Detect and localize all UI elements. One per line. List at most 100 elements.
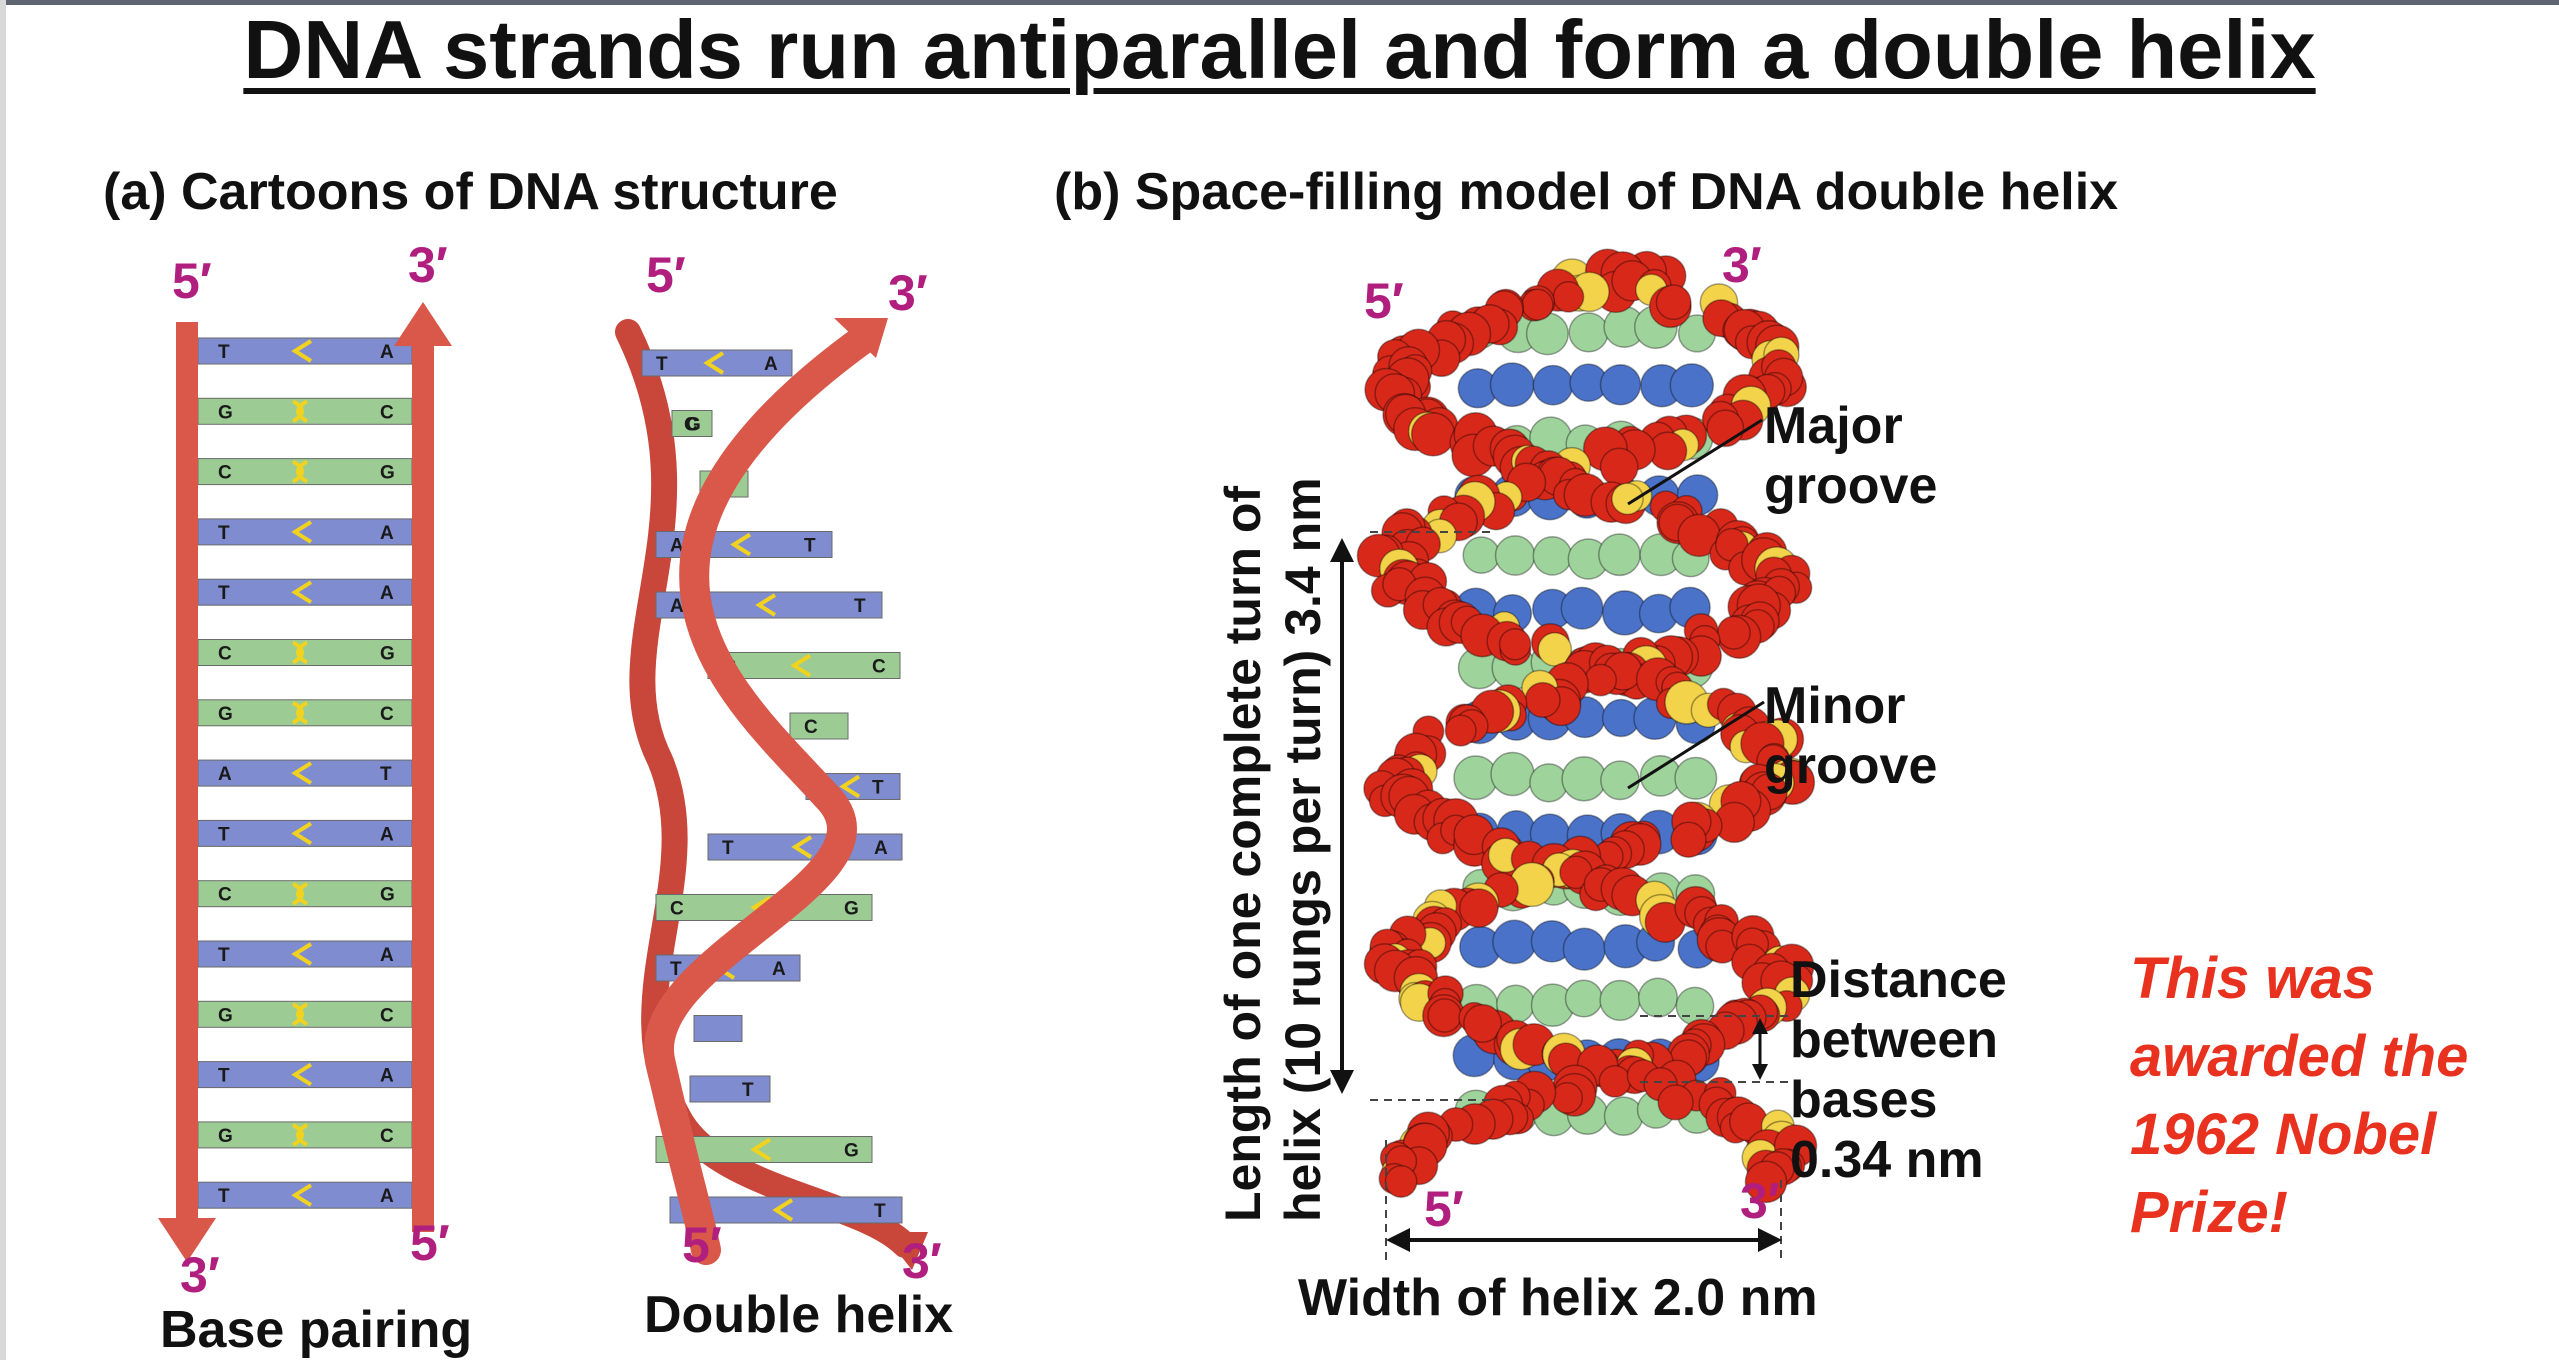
backbone-atom — [1655, 284, 1692, 321]
backbone-atom — [1524, 681, 1561, 718]
ladder-right-arrowhead — [394, 302, 452, 346]
ladder-base-left: T — [218, 583, 230, 604]
helix-base-right: T — [872, 778, 884, 799]
ladder-base-right: C — [380, 402, 394, 423]
backbone-atom — [1521, 288, 1554, 321]
backbone-atom — [1551, 1081, 1584, 1114]
helix-base-right: C — [684, 415, 698, 436]
base-pairing-caption: Base pairing — [160, 1301, 473, 1359]
helix-rung — [707, 833, 903, 861]
backbone-atom — [1384, 1165, 1418, 1198]
ladder-left-top-end-label: 5′ — [172, 253, 212, 309]
ladder-base-right: A — [380, 583, 394, 604]
helix-base-left: T — [656, 354, 668, 375]
helix-hydrogen-bond — [755, 593, 777, 617]
backbone-atom — [1706, 409, 1745, 448]
width-arrow-left-head — [1386, 1228, 1410, 1252]
ladder-base-left: G — [218, 1005, 233, 1026]
ladder-hydrogen-bond — [291, 339, 313, 363]
helix-rung — [641, 349, 793, 377]
atom-spheres — [1356, 248, 1818, 1204]
ladder-hydrogen-bond — [291, 520, 313, 544]
model-top-3-end-label: 3′ — [1722, 237, 1762, 293]
green-base-atom — [1603, 1096, 1644, 1137]
helix-right-top-end-label: 3′ — [888, 265, 928, 321]
backbone-atom — [1716, 615, 1751, 650]
helix-left-top-end-label: 5′ — [646, 247, 686, 303]
helix-left-bottom-end-label: 5′ — [682, 1217, 722, 1273]
helix-bottom-arrowhead — [882, 1232, 928, 1270]
ladder-base-right: A — [380, 523, 394, 544]
backbone-atom — [1599, 447, 1639, 487]
width-arrow-right-head — [1758, 1228, 1782, 1252]
backbone-atom — [1410, 412, 1456, 457]
helix-rung — [789, 712, 849, 740]
backbone-atom — [1611, 482, 1644, 516]
helix-base-left: C — [670, 899, 684, 920]
helix-base-right: T — [854, 596, 866, 617]
ladder-base-left: T — [218, 523, 230, 544]
ladder-base-left: T — [218, 824, 230, 845]
window-left-edge — [0, 0, 6, 1360]
backbone-atom — [1463, 1003, 1503, 1043]
ladder-base-right: G — [380, 885, 395, 906]
ladder-right-top-end-label: 3′ — [408, 237, 448, 293]
blue-base-atom — [1492, 919, 1537, 965]
backbone-atom — [1427, 998, 1462, 1033]
helix-rung — [671, 410, 713, 437]
ladder-base-left: A — [218, 764, 232, 785]
ladder-right-backbone — [412, 342, 434, 1232]
helix-hydrogen-bond — [730, 532, 752, 557]
ladder-hydrogen-bond — [291, 821, 313, 846]
helix-base-right: A — [764, 354, 778, 375]
ladder-rung — [197, 759, 413, 787]
ladder-rung — [197, 1181, 413, 1209]
helix-base-left: A — [670, 536, 684, 557]
green-base-atom — [1637, 977, 1679, 1018]
ladder-hydrogen-bond — [291, 942, 313, 966]
panel-b-heading: (b) Space-filling model of DNA double he… — [1054, 163, 2119, 221]
ladder-base-right: A — [380, 824, 394, 845]
blue-base-atom — [1560, 586, 1604, 630]
ladder-base-left: T — [218, 342, 230, 363]
helix-front-strand — [643, 325, 877, 1265]
helix-base-left: T — [670, 959, 682, 980]
helix-hydrogen-bond — [839, 774, 861, 799]
ladder-base-left: C — [218, 463, 232, 484]
ladder-hydrogen-bond — [291, 1183, 313, 1207]
distance-arrow-bottom-head — [1752, 1064, 1768, 1080]
ladder-hydrogen-bond — [291, 701, 309, 725]
green-base-atom — [1561, 756, 1607, 802]
distance-arrow-top-head — [1752, 1018, 1768, 1034]
double-helix-caption: Double helix — [644, 1286, 954, 1344]
green-base-atom — [1564, 979, 1603, 1018]
ladder-base-left: G — [218, 704, 233, 725]
helix-base-right: G — [844, 1141, 859, 1162]
minor-groove-pointer — [1627, 700, 1765, 790]
model-bottom-3-end-label: 3′ — [1740, 1173, 1780, 1229]
blue-base-atom — [1669, 363, 1715, 408]
slide-title: DNA strands run antiparallel and form a … — [243, 3, 2316, 96]
helix-hydrogen-bond — [791, 835, 813, 859]
backbone-atom — [1744, 1160, 1788, 1204]
green-base-atom — [1568, 312, 1609, 353]
helix-base-right: C — [872, 657, 886, 678]
blue-base-atom — [1489, 362, 1535, 408]
helix-base-right: T — [742, 1080, 754, 1101]
helix-hydrogen-bond — [750, 1137, 772, 1162]
major-groove-pointer — [1627, 418, 1763, 506]
ladder-hydrogen-bond — [291, 1123, 309, 1147]
ladder-right-bottom-end-label: 5′ — [410, 1215, 450, 1271]
helix-base-right: T — [804, 536, 816, 557]
ladder-base-right: C — [380, 1126, 394, 1147]
ladder-hydrogen-bond — [291, 580, 313, 604]
ladder-base-left: G — [218, 1126, 233, 1147]
helix-hydrogen-bond — [703, 351, 725, 375]
ladder-hydrogen-bond — [291, 640, 309, 665]
green-base-atom — [1598, 533, 1641, 577]
green-base-atom — [1462, 536, 1501, 574]
helix-hydrogen-bond — [790, 653, 812, 678]
helix-base-right: T — [874, 1201, 886, 1222]
helix-right-bottom-end-label: 3′ — [902, 1233, 942, 1289]
